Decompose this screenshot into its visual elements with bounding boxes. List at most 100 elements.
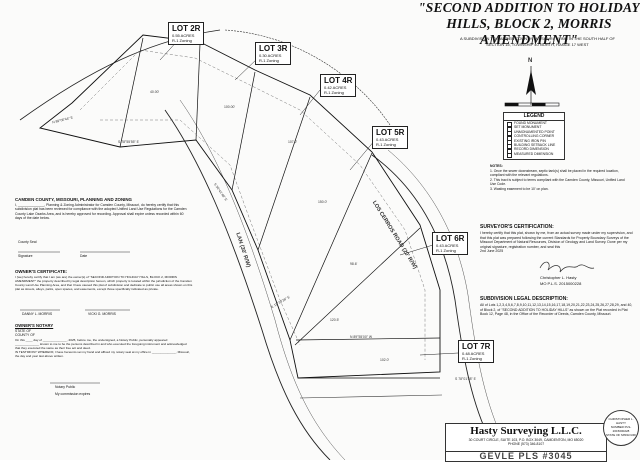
seal-line-1: CHRISTOPHER L. HASTY [608,417,634,425]
owners-notary: OWNER'S NOTARY STATE OF COUNTY OF On thi… [15,322,190,358]
surveyor-seal: CHRISTOPHER L. HASTY NUMBER PLS-20150002… [603,410,639,446]
surveyor-year: 2025 [495,249,504,254]
seal-line-3: STATE OF MISSOURI [606,433,636,437]
lot-name: LOT 5R [376,128,405,137]
lot-name: LOT 4R [324,76,353,85]
lot-acres: 0.43 ACRES [436,243,459,248]
surveyor-text: I hereby certify that this plat, shown b… [480,231,633,249]
surveyor-name: Christopher L. Hasty [540,275,577,280]
surveyor-date: 2nd June 2025 [480,249,636,253]
note-item: 2. This tract is subject to terms compli… [490,177,625,187]
company-address: 30 COURT CIRCLE, SUITE 103, P.O. BOX 304… [468,438,584,442]
notary-heading: OWNER'S NOTARY [15,323,54,328]
county-seal-label: County Seal [18,240,37,244]
lot-line-4-5b [257,96,311,251]
legal-description: SUBDIVISION LEGAL DESCRIPTION: All of Lo… [480,296,636,317]
company-phone: PHONE (573) 346-8107 [507,442,545,447]
lot-line-3-4 [195,43,201,141]
legend-box: LEGEND FOUND MONUMENT SET MONUMENT UNMON… [503,112,565,160]
legend-item: MEASURED DIMENSION [504,152,564,159]
notary-county: COUNTY OF [15,333,35,338]
leader-6r [399,244,434,256]
lot-line-6-7 [294,227,421,346]
dimension-label: 107.2' [288,140,298,144]
owner-2-name: VICKI G. MORRIS [88,312,116,316]
lot-zoning: R-1 Zoning [324,90,344,95]
legal-text: All of Lots 1,2,3,4,5,6,7,8,9,10,11,12,1… [480,303,633,317]
notary-state: STATE OF [15,329,32,333]
block-boundary [38,34,441,379]
dimension-label: N 89°55'00" W [350,335,373,339]
owners-certificate: OWNER'S CERTIFICATE: I (we) hereby certi… [15,268,193,291]
lot-line-7 [295,337,441,341]
plat-subtitle: A SUBDIVISION TO CAMDEN COUNTY, MISSOURI… [460,36,615,47]
planning-signature-label: Signature [18,254,33,258]
lot-acres: 0.42 ACRES [324,85,347,90]
lot-name: LOT 2R [172,24,201,33]
notary-public-label: Notary Public [55,385,76,389]
road-edge-left [164,109,331,460]
dimension-label: 40.00' [150,90,160,94]
lot-line-4-5a [231,71,256,191]
lot-callout-4r: LOT 4R 0.42 ACRES R-1 Zoning [320,74,357,97]
road-edge-left-2 [179,99,346,460]
lot-acres: 0.48 ACRES [462,351,485,356]
surveyor-heading: SURVEYOR'S CERTIFICATION: [480,224,554,230]
notes-block: NOTES: 1. Once the sewer downstream, sep… [490,164,630,192]
leader-3r [234,57,259,81]
plat-title: "SECOND ADDITION TO HOLIDAY HILLS, BLOCK… [418,0,640,47]
setback-line-2 [100,119,301,346]
lot-name: LOT 3R [259,44,288,53]
lot-zoning: R-1 Zoning [172,38,192,43]
notary-commission-label: My commission expires [55,392,91,396]
company-name: Hasty Surveying L.L.C. [470,425,582,437]
dimension-label: S 78°01'38" E [455,377,476,381]
company-title-block: Hasty Surveying L.L.C. 30 COURT CIRCLE, … [445,423,607,462]
dimension-label: 102.0' [380,358,390,362]
legend-heading: LEGEND [504,113,564,121]
leader-5r [349,139,376,171]
lot-zoning: R-1 Zoning [436,248,456,253]
owners-heading: OWNER'S CERTIFICATE: [15,269,68,274]
lot-callout-5r: LOT 5R 0.43 ACRES R-1 Zoning [372,126,409,149]
lot-name: LOT 7R [462,342,491,351]
leader-4r [299,89,321,116]
dimension-label: S 78°55'55" E [118,140,139,144]
lot-callout-7r: LOT 7R 0.48 ACRES R-1 Zoning [458,340,495,363]
owners-text: I (we) hereby certify that I am (we are)… [15,275,193,291]
lot-line-5-6 [289,152,373,341]
notes-heading: NOTES: [490,164,503,168]
dimension-label: 150.0' [318,200,328,204]
surveyor-license: MO P.L.S. 2015000228 [540,281,582,286]
planning-certificate: CAMDEN COUNTY, MISSOURI, PLANNING AND ZO… [15,196,190,221]
planning-heading: CAMDEN COUNTY, MISSOURI, PLANNING AND ZO… [15,197,132,202]
road-edge-right-2 [387,149,504,441]
owner-1-name: DANNY L. MORRIS [22,312,53,316]
dimension-label: 120.5' [330,318,340,322]
lot-zoning: R-1 Zoning [259,58,279,63]
setback-line-1 [79,49,426,360]
dimension-label: 98.6' [350,262,358,266]
notary-text: On this ____ day of ______________, 2025… [15,337,187,350]
seal-line-2: NUMBER PLS-2015000228 [610,425,632,433]
shore-line-top [224,29,391,126]
note-item: 1. Once the sewer downstream, septic tan… [490,168,619,178]
surveyor-month: June [486,249,495,254]
surveyor-signature-icon [539,261,595,273]
note-item: 3. Wasting easement to be 10' on plan. [490,186,549,191]
legal-heading: SUBDIVISION LEGAL DESCRIPTION: [480,296,568,302]
road-edge-right [371,154,491,441]
surveyor-certification: SURVEYOR'S CERTIFICATION: I hereby certi… [480,224,636,254]
north-label: N [528,58,533,64]
lot-acres: 0.55 ACRES [172,33,195,38]
lot-name: LOT 6R [436,234,465,243]
lot-line-2-3 [119,37,144,148]
lot-callout-3r: LOT 3R 0.30 ACRES R-1 Zoning [255,42,292,65]
lot-line-bottom [299,394,443,399]
surveyor-day: 2nd [480,249,486,254]
notary-witness: IN TESTIMONY WHEREOF, I have hereunto se… [15,349,190,358]
lot-callout-6r: LOT 6R 0.43 ACRES R-1 Zoning [432,232,469,255]
lot-zoning: R-1 Zoning [462,356,482,361]
